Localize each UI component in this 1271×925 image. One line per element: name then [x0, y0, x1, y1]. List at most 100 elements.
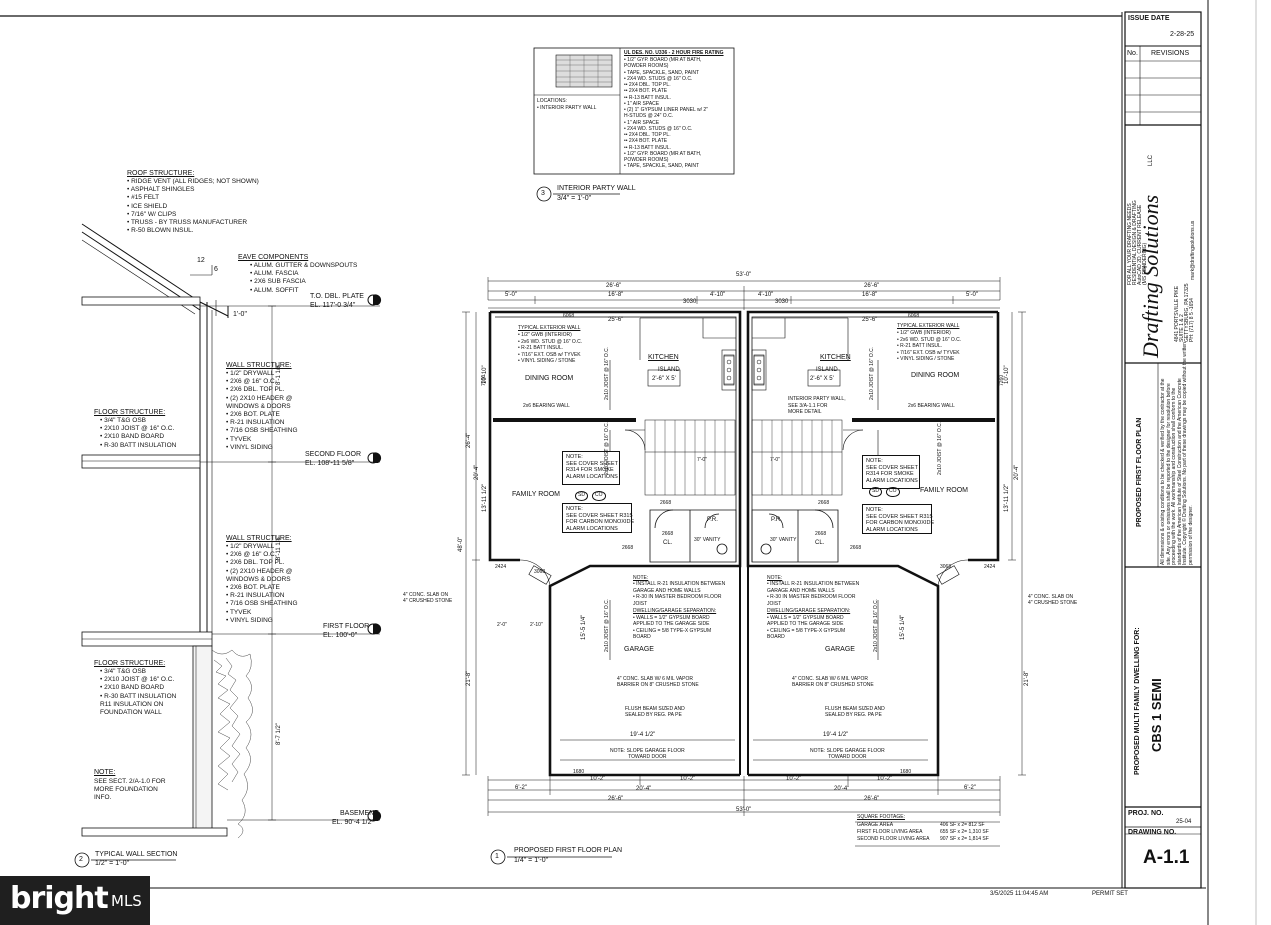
basement-label: BASEMENT: [340, 810, 379, 817]
firm-email: mark@draftingsolutions.us: [1190, 220, 1196, 280]
dim-inner-left: 25'-6": [608, 317, 624, 323]
door-tag-2424-left: 2424: [495, 564, 507, 570]
dim-left-lower: 21'-8": [466, 670, 472, 686]
dim-top-left-b: 16'-8": [608, 292, 624, 298]
roof-pitch-rise: 12: [197, 257, 205, 264]
kitchen-label-left: KITCHEN: [648, 354, 679, 361]
first-floor-label: FIRST FLOOR: [323, 623, 370, 630]
upper-wall-structure-list: • 1/2" DRYWALL• 2X6 @ 16" O.C.• 2X6 DBL.…: [226, 370, 298, 451]
first-floor-structure-list: • 3/4" T&G OSB• 2X10 JOIST @ 16" O.C.• 2…: [100, 668, 177, 717]
dim-top-right-b: 16'-8": [862, 292, 878, 298]
dim-right-a: 10'-10": [1004, 365, 1010, 384]
watermark-suffix: MLS: [111, 892, 142, 910]
dim-bot-left-c: 10'-2": [680, 776, 696, 782]
stair-dim-right: 7'-0": [770, 457, 780, 463]
dim-bot-total: 53'-0": [736, 807, 752, 813]
party-wall-locations: • INTERIOR PARTY WALL: [537, 105, 597, 111]
separation-list-left: • WALLS = 1/2" GYPSUM BOARD APPLIED TO T…: [633, 615, 712, 641]
detail-1-callout: 1: [495, 853, 499, 860]
joist-spec-right-garage: 2x10 JOIST @ 16" O.C.: [873, 598, 879, 652]
closet-label-right: CL.: [815, 540, 825, 546]
dim-top-right-c: 5'-0": [966, 292, 978, 298]
sqft-garage-label: GARAGE AREA: [857, 822, 894, 828]
watermark-brand: bright: [10, 881, 109, 916]
dim-left-b: 13'-11 1/2": [482, 483, 488, 512]
detail-3-scale: 3/4" = 1'-0": [557, 195, 592, 202]
dim-left-mid: 20'-4": [474, 464, 480, 480]
garage-label-left: GARAGE: [624, 646, 654, 653]
stair-dim-left: 7'-0": [697, 457, 707, 463]
family-room-label-right: FAMILY ROOM: [920, 487, 968, 494]
joist-spec-right-upper: 2x10 JOIST @ 16" O.C.: [869, 346, 875, 400]
joist-spec-left-upper: 2x10 JOIST @ 16" O.C.: [604, 346, 610, 400]
dim-half-left: 26'-6": [606, 283, 622, 289]
eave-components-list: • ALUM. GUTTER & DOWNSPOUTS• ALUM. FASCI…: [250, 262, 358, 294]
eave-components-title: EAVE COMPONENTS: [238, 254, 309, 261]
second-floor-elevation: EL. 108'-11 5/8": [305, 460, 355, 467]
project-for-label: PROPOSED MULTI FAMILY DWELLING FOR:: [1134, 627, 1141, 775]
island-size-left: 2'-6" X 5': [652, 376, 676, 382]
dim-inner-right: 25'-6": [862, 317, 878, 323]
first-floor-structure-title: FLOOR STRUCTURE:: [94, 660, 166, 667]
dim-bot-half-right: 20'-4": [834, 786, 850, 792]
roof-structure-title: ROOF STRUCTURE:: [127, 170, 195, 177]
dim-overall-top: 53'-0": [736, 272, 752, 278]
garage-door-tag-left: 1680: [573, 769, 585, 775]
garage-depth-right: 15'-5 1/4": [900, 614, 906, 640]
garage-width-left: 19'-4 1/2": [630, 732, 656, 738]
detail-2-scale: 1/2" = 1'-0": [95, 860, 130, 867]
drawing-no-label: DRAWING NO.: [1128, 829, 1177, 836]
window-corner-right: 6068: [908, 313, 920, 319]
door-tag-2668-right-b: 2668: [815, 531, 827, 537]
detail-3-callout: 3: [541, 190, 545, 197]
drawing-no-value: A-1.1: [1143, 847, 1190, 868]
upper-wall-height-dim: 8'-1 1/8": [276, 363, 282, 385]
first-floor-elevation: EL. 100'-0": [323, 632, 358, 639]
ext-wall-list-right: • 1/2" GWB (INTERIOR)• 2x6 WD. STUD @ 16…: [897, 330, 962, 362]
detail-3-caption: INTERIOR PARTY WALL: [557, 185, 636, 192]
window-top-left: 3030: [683, 299, 697, 305]
proj-no-label: PROJ. NO.: [1128, 810, 1164, 817]
window-top-right: 3030: [775, 299, 789, 305]
garage-side-dim-left-a: 2'-0": [497, 622, 507, 628]
garage-side-dim-left-b: 2'-10": [530, 622, 543, 628]
door-tag-2668-left-b: 2668: [662, 531, 674, 537]
dim-top-right-a: 4'-10": [758, 292, 774, 298]
smoke-detector-left: SD: [575, 491, 588, 501]
lower-wall-structure-list: • 1/2" DRYWALL• 2X6 @ 16" O.C.• 2X6 DBL.…: [226, 543, 298, 624]
dim-bot-right-c: 6'-2": [964, 785, 976, 791]
dim-top-left-a: 5'-0": [505, 292, 517, 298]
dim-left-total: 48'-0": [458, 536, 464, 552]
lower-wall-structure-title: WALL STRUCTURE:: [226, 535, 292, 542]
dim-bot-right-a: 10'-2": [786, 776, 802, 782]
co-detector-left: CO: [592, 491, 606, 501]
closet-label-left: CL.: [663, 540, 673, 546]
garage-insulation-note-right: NOTE:• INSTALL R-21 INSULATION BETWEEN G…: [767, 575, 860, 607]
sqft-second-value: 907 SF x 2= 1,814 SF: [940, 836, 989, 842]
co-detector-right: CO: [886, 487, 900, 497]
vanity-left: 30" VANITY: [694, 537, 721, 543]
bearing-wall-label-left: 2x6 BEARING WALL: [523, 403, 570, 409]
door-tag-2668-left-c: 2668: [622, 545, 634, 551]
dim-right-lower: 21'-8": [1024, 670, 1030, 686]
dim-right-mid: 20'-4": [1014, 464, 1020, 480]
dining-room-label-right: DINING ROOM: [911, 372, 960, 379]
dim-right-b: 13'-11 1/2": [1004, 483, 1010, 512]
proj-no-value: 25-04: [1176, 819, 1192, 825]
issue-date-value: 2-28-25: [1170, 31, 1195, 38]
second-floor-structure-list: • 3/4" T&G OSB• 2X10 JOIST @ 16" O.C.• 2…: [100, 417, 177, 449]
top-plate-label: T.O. DBL. PLATE: [310, 293, 364, 300]
garage-depth-left: 15'-5 1/4": [581, 614, 587, 640]
detail-1-scale: 1/4" = 1'-0": [514, 857, 549, 864]
firm-suffix: LLC: [1148, 154, 1154, 166]
separation-title-right: DWELLING/GARAGE SEPARATION:: [767, 608, 851, 614]
dim-bot-inner-left: 26'-6": [608, 796, 624, 802]
plot-timestamp: 3/5/2025 11:04:45 AM: [990, 891, 1049, 897]
detail-1-caption: PROPOSED FIRST FLOOR PLAN: [514, 847, 623, 854]
